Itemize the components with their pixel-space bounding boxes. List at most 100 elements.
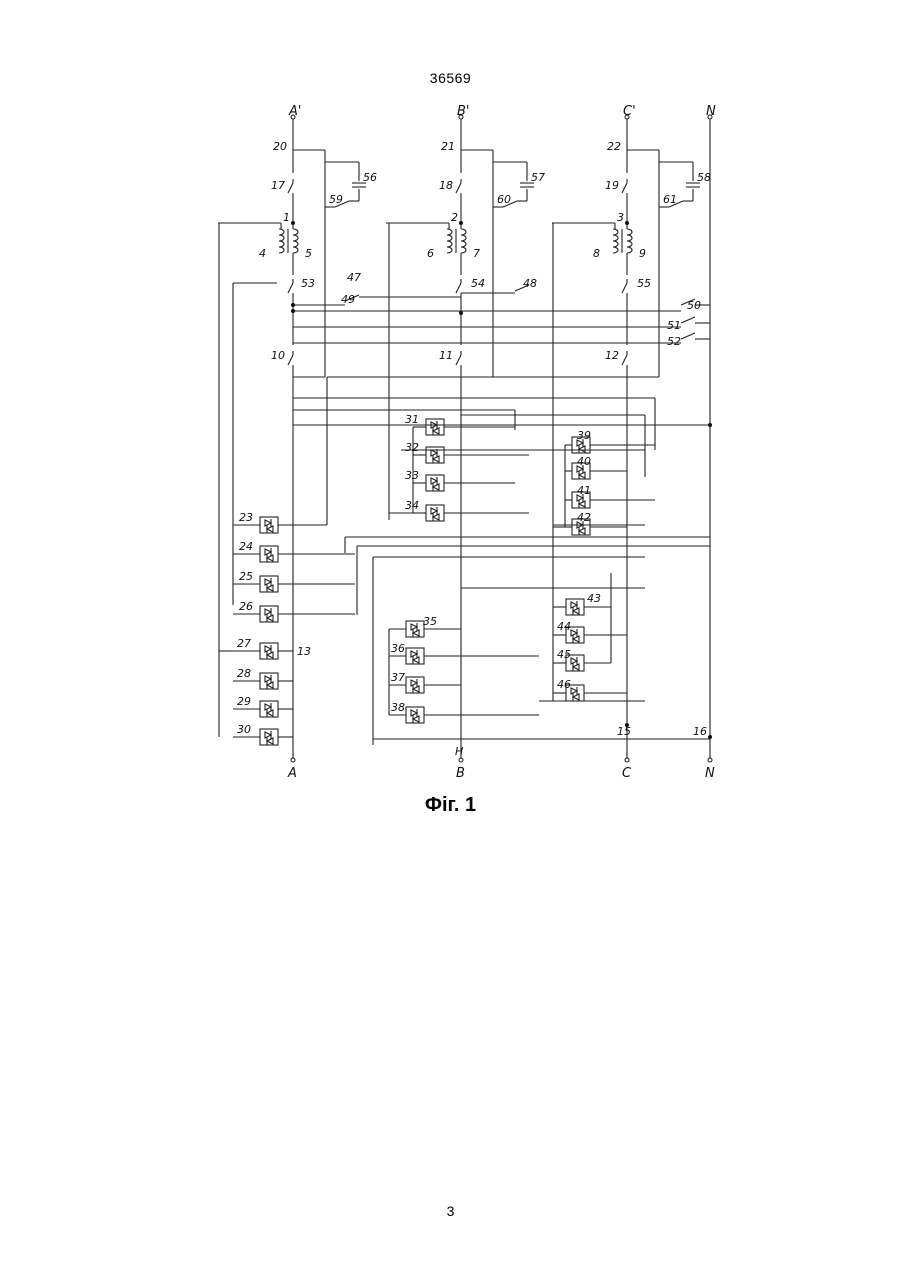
thyristor-37 bbox=[406, 677, 424, 693]
label-22: 22 bbox=[607, 140, 621, 153]
label-47: 47 bbox=[347, 271, 361, 284]
switch-51 bbox=[681, 317, 695, 323]
thyristor-32 bbox=[426, 447, 444, 463]
winding-5 bbox=[293, 229, 298, 253]
switch-55-blade bbox=[622, 283, 627, 293]
label-56: 56 bbox=[363, 171, 377, 184]
circuit-drawing: A'A201756591455310B'B211857602675411C'C2… bbox=[205, 105, 725, 785]
label-46: 46 bbox=[557, 678, 571, 691]
circuit-diagram: A'A201756591455310B'B211857602675411C'C2… bbox=[205, 105, 725, 785]
switch-17-blade bbox=[288, 183, 293, 193]
label-20: 20 bbox=[273, 140, 287, 153]
junction-dot bbox=[708, 423, 712, 427]
thyristor-26 bbox=[260, 606, 278, 622]
switch-10-blade bbox=[288, 355, 293, 365]
label-19: 19 bbox=[605, 179, 619, 192]
thyristor-29 bbox=[260, 701, 278, 717]
label-39: 39 bbox=[577, 429, 591, 442]
terminal-bottom-label-b: B bbox=[456, 766, 465, 781]
label-7: 7 bbox=[473, 247, 480, 260]
junction-dot bbox=[291, 303, 295, 307]
label-41: 41 bbox=[577, 484, 591, 497]
label-24: 24 bbox=[239, 540, 253, 553]
label-21: 21 bbox=[441, 140, 455, 153]
label-34: 34 bbox=[405, 499, 419, 512]
label-10: 10 bbox=[271, 349, 285, 362]
label-55: 55 bbox=[637, 277, 651, 290]
label-52: 52 bbox=[667, 335, 681, 348]
label-8: 8 bbox=[593, 247, 600, 260]
thyristor-36 bbox=[406, 648, 424, 664]
thyristor-23 bbox=[260, 517, 278, 533]
label-12: 12 bbox=[605, 349, 619, 362]
terminal-bottom-n bbox=[708, 758, 712, 762]
label-29: 29 bbox=[237, 695, 251, 708]
switch-19-blade bbox=[622, 183, 627, 193]
winding-9 bbox=[627, 229, 632, 253]
node-1 bbox=[291, 221, 295, 225]
thyristor-24 bbox=[260, 546, 278, 562]
label-node-3: 3 bbox=[617, 211, 624, 224]
thyristor-33 bbox=[426, 475, 444, 491]
node-2 bbox=[459, 221, 463, 225]
label-43: 43 bbox=[587, 592, 601, 605]
junction-dot bbox=[708, 735, 712, 739]
label-31: 31 bbox=[405, 413, 419, 426]
label-58: 58 bbox=[697, 171, 711, 184]
figure-caption: Фіг. 1 bbox=[0, 794, 901, 817]
terminal-bottom-c bbox=[625, 758, 629, 762]
switch-18-blade bbox=[456, 183, 461, 193]
label-11: 11 bbox=[439, 349, 453, 362]
label-9: 9 bbox=[639, 247, 646, 260]
label-51: 51 bbox=[667, 319, 681, 332]
switch-11-blade bbox=[456, 355, 461, 365]
label-30: 30 bbox=[237, 723, 251, 736]
label-33: 33 bbox=[405, 469, 419, 482]
winding-4 bbox=[279, 229, 284, 253]
thyristor-31 bbox=[426, 419, 444, 435]
label-44: 44 bbox=[557, 620, 571, 633]
label-mid-marker: H bbox=[455, 745, 463, 758]
switch-12-blade bbox=[622, 355, 627, 365]
label-25: 25 bbox=[239, 570, 253, 583]
label-48: 48 bbox=[523, 277, 537, 290]
label-57: 57 bbox=[531, 171, 545, 184]
label-26: 26 bbox=[239, 600, 253, 613]
terminal-top-label-c: C' bbox=[623, 105, 636, 119]
label-32: 32 bbox=[405, 441, 419, 454]
terminal-bottom-b bbox=[459, 758, 463, 762]
winding-7 bbox=[461, 229, 466, 253]
label-36: 36 bbox=[391, 642, 405, 655]
label-38: 38 bbox=[391, 701, 405, 714]
label-bus-15: 15 bbox=[617, 725, 631, 738]
thyristor-27 bbox=[260, 643, 278, 659]
label-53: 53 bbox=[301, 277, 315, 290]
thyristor-35 bbox=[406, 621, 424, 637]
label-42: 42 bbox=[577, 511, 591, 524]
label-60: 60 bbox=[497, 193, 511, 206]
label-54: 54 bbox=[471, 277, 485, 290]
label-6: 6 bbox=[427, 247, 434, 260]
thyristor-34 bbox=[426, 505, 444, 521]
label-59: 59 bbox=[329, 193, 343, 206]
label-40: 40 bbox=[577, 455, 591, 468]
terminal-bottom-a bbox=[291, 758, 295, 762]
node-3 bbox=[625, 221, 629, 225]
terminal-bottom-label-a: A bbox=[287, 766, 297, 781]
label-28: 28 bbox=[237, 667, 251, 680]
terminal-bottom-label-n: N bbox=[705, 766, 715, 781]
terminal-bottom-label-c: C bbox=[622, 766, 632, 781]
label-35: 35 bbox=[423, 615, 437, 628]
label-18: 18 bbox=[439, 179, 453, 192]
switch-54-blade bbox=[456, 283, 461, 293]
thyristor-28 bbox=[260, 673, 278, 689]
label-50: 50 bbox=[687, 299, 701, 312]
page-number: 3 bbox=[0, 1203, 901, 1219]
junction-dot bbox=[459, 311, 463, 315]
thyristor-25 bbox=[260, 576, 278, 592]
label-node-2: 2 bbox=[451, 211, 458, 224]
switch-53-blade bbox=[288, 283, 293, 293]
thyristor-38 bbox=[406, 707, 424, 723]
winding-8 bbox=[613, 229, 618, 253]
label-4: 4 bbox=[259, 247, 266, 260]
